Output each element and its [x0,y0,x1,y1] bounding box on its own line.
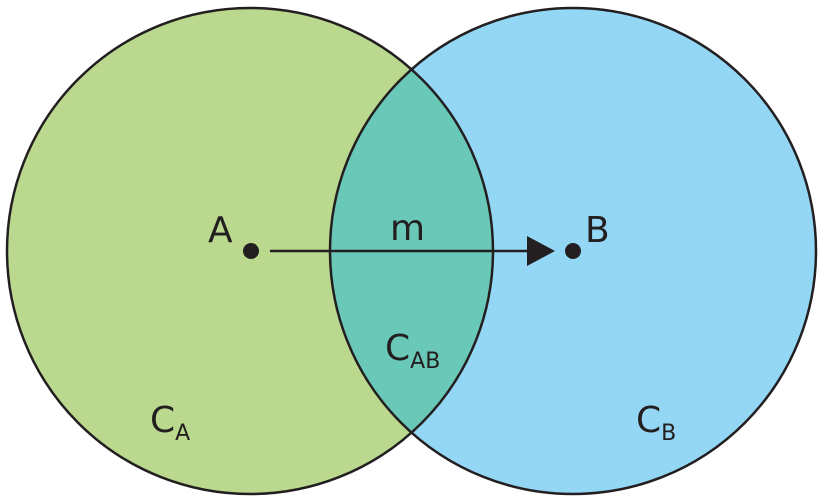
region-b-label: CB [636,400,676,446]
point-b-label: B [585,210,610,251]
region-ab-label-sub: AB [410,349,440,374]
point-a-label: A [208,210,233,251]
message-label: m [390,208,425,249]
region-ab-label-main: C [385,328,410,369]
point-a-dot [243,243,259,259]
region-b-label-main: C [636,400,661,441]
region-a-label-main: C [150,400,175,441]
point-b-dot [565,243,581,259]
overlap-region [330,8,493,494]
region-a-label: CA [150,400,190,446]
region-b-label-sub: B [661,421,676,446]
region-a-label-sub: A [175,421,190,446]
arrow-head-icon [527,236,555,266]
region-ab-label: CAB [385,328,440,374]
